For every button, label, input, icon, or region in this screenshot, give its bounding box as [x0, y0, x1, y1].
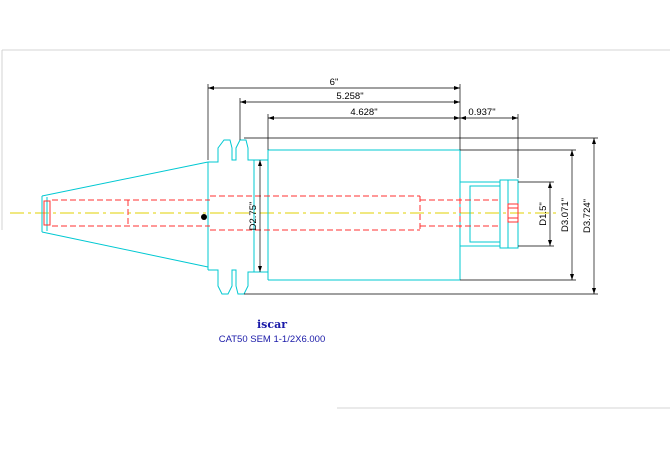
brand-logo: iscar [257, 318, 287, 331]
arrowheads [208, 86, 596, 294]
tool-outline [41, 139, 519, 295]
dimension-lines [207, 84, 598, 295]
page-border [1, 49, 670, 409]
tool-caption: CAT50 SEM 1-1/2X6.000 [219, 334, 326, 345]
dim-diameter-outer: D3.724" [582, 199, 593, 233]
dim-diameter-bore: D1.5" [538, 202, 549, 225]
dim-diameter-body: D3.071" [560, 198, 571, 232]
dim-length-4: 0.937" [468, 107, 495, 118]
drive-end [43, 200, 519, 226]
gauge-point [201, 214, 207, 220]
dim-diameter-flange: D2.75" [248, 202, 259, 231]
hidden-lines [52, 195, 500, 231]
dim-length-2: 5.258" [336, 91, 363, 102]
dim-overall-length: 6" [330, 77, 339, 88]
dim-length-3: 4.628" [350, 107, 377, 118]
